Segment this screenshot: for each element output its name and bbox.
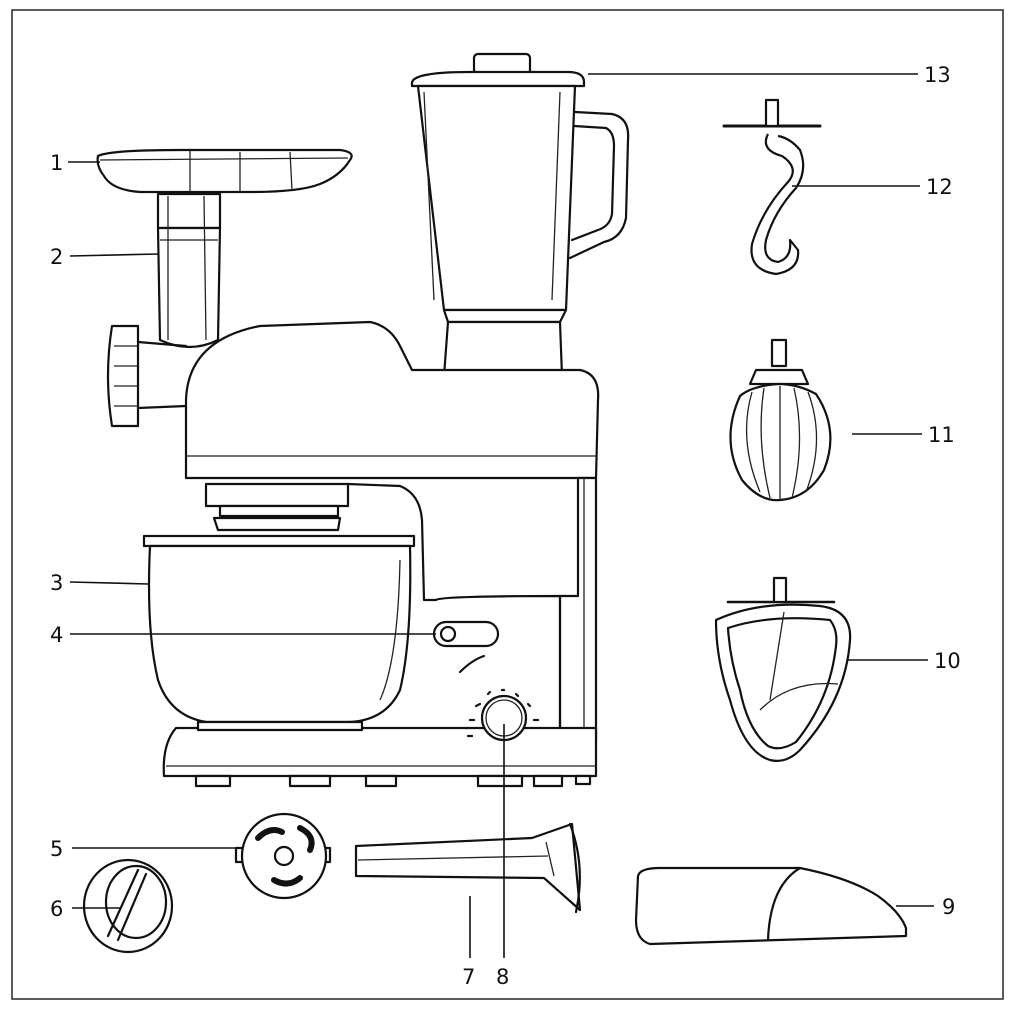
speed-knob	[466, 688, 540, 742]
callout-7: 7	[462, 965, 475, 989]
callout-2: 2	[50, 245, 63, 269]
callout-12: 12	[926, 175, 953, 199]
callout-1: 1	[50, 151, 63, 175]
callout-5: 5	[50, 837, 63, 861]
food-pusher	[634, 866, 908, 946]
flat-beater	[714, 576, 852, 762]
tilt-lever	[432, 620, 500, 674]
balloon-whisk	[729, 338, 832, 502]
leader-lines	[68, 73, 934, 958]
sausage-nozzle	[354, 822, 582, 914]
callout-6: 6	[50, 897, 63, 921]
callout-8: 8	[496, 965, 509, 989]
blender-jug	[410, 52, 630, 378]
callout-10: 10	[934, 649, 961, 673]
mixer-body	[106, 320, 600, 788]
retaining-ring	[82, 858, 174, 954]
callout-3: 3	[50, 571, 63, 595]
callout-numbers: 1 2 3 4 5 6 7 8 9 10 11 12 13	[50, 63, 961, 989]
callout-9: 9	[942, 895, 955, 919]
callout-4: 4	[50, 623, 63, 647]
callout-11: 11	[928, 423, 955, 447]
mincing-plate	[234, 812, 332, 900]
mincer-neck	[156, 192, 222, 349]
callout-13: 13	[924, 63, 951, 87]
mincer-tray	[96, 148, 353, 194]
dough-hook	[722, 98, 822, 276]
outer-border	[11, 9, 1004, 1000]
mixing-bowl	[142, 534, 416, 732]
